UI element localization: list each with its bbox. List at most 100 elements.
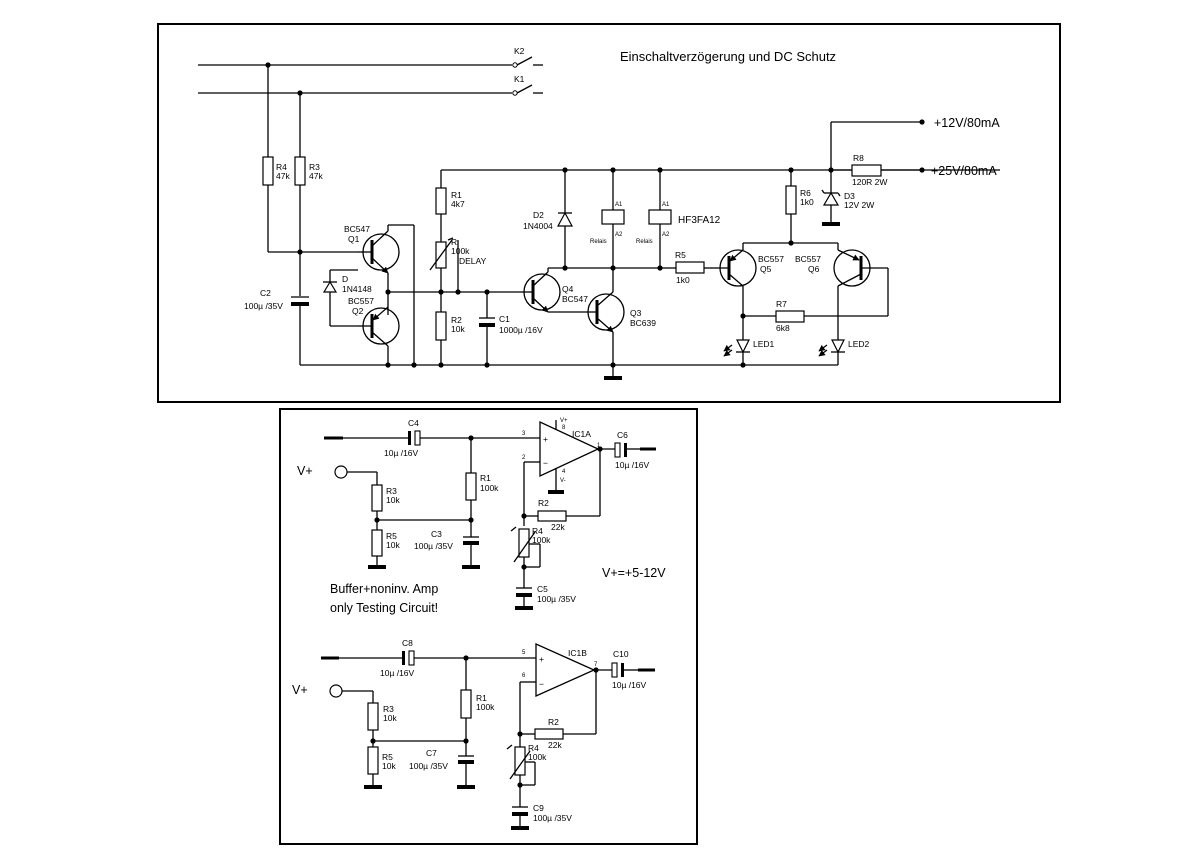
d-diode: D 1N4148: [322, 269, 372, 327]
r2-label: R2: [451, 315, 462, 325]
r1-label: R1: [451, 190, 462, 200]
bottom-schematic-frame: [279, 408, 698, 845]
q6-type: BC557: [795, 254, 821, 264]
r7-resistor: R7 6k8: [740, 299, 862, 333]
led2: LED2: [818, 339, 870, 365]
c5-value: 100µ /35V: [537, 594, 576, 604]
c10-value: 10µ /16V: [612, 680, 647, 690]
led2-label: LED2: [848, 339, 870, 349]
b-r5-value: 10k: [382, 761, 396, 771]
relay2-pin-a1: A1: [662, 202, 670, 208]
q3-transistor: Q3 BC639: [587, 268, 656, 365]
q2-type: BC557: [348, 296, 374, 306]
r4-value: 47k: [276, 171, 290, 181]
a-vplus-label: V+: [297, 464, 313, 478]
r4-resistor: [262, 156, 274, 186]
b-r1-label: R1: [476, 693, 487, 703]
c3-value: 100µ /35V: [414, 541, 453, 551]
a-r1-value: 100k: [480, 483, 499, 493]
relay-1: A1 A2 Relais: [590, 167, 625, 268]
b-r1-value: 100k: [476, 702, 495, 712]
q5-type: BC557: [758, 254, 784, 264]
c8-value: 10µ /16V: [380, 668, 415, 678]
q4-transistor: Q4 BC547: [520, 268, 590, 313]
b-r2-label: R2: [548, 717, 559, 727]
ic1a-pin4: 4: [562, 469, 566, 475]
led1: LED1: [723, 339, 775, 365]
relay1-pin-a2: A2: [615, 232, 623, 238]
r4-r3-network: R4 47k R3 47k: [262, 62, 358, 296]
k2-label: K2: [514, 46, 525, 56]
r3-resistor: [294, 156, 306, 186]
ic1a-pin8: 8: [562, 425, 566, 431]
relay1-pin-a1: A1: [615, 202, 623, 208]
relay2-pin-a2: A2: [662, 232, 670, 238]
b-r5-label: R5: [382, 752, 393, 762]
r3-value: 47k: [309, 171, 323, 181]
a-r4-value: 100k: [532, 535, 551, 545]
note-line-1: Buffer+noninv. Amp: [330, 582, 438, 596]
q2-label: Q2: [352, 306, 364, 316]
svg-text:−: −: [543, 458, 548, 468]
a-r3-label: R3: [386, 486, 397, 496]
relay-2: A1 A2 Relais HF3FA12: [636, 167, 721, 268]
r7-label: R7: [776, 299, 787, 309]
r8-label: R8: [853, 153, 864, 163]
a-r2-value: 22k: [551, 522, 565, 532]
q5-label: Q5: [760, 264, 772, 274]
q3-label: Q3: [630, 308, 642, 318]
c5-label: C5: [537, 584, 548, 594]
a-r1-label: R1: [480, 473, 491, 483]
a-r5-label: R5: [386, 531, 397, 541]
led1-label: LED1: [753, 339, 775, 349]
q3-type: BC639: [630, 318, 656, 328]
r3-label: R3: [309, 162, 320, 172]
q6-transistor: BC557 Q6: [795, 243, 889, 340]
a-r4-label: R4: [532, 526, 543, 536]
c8-label: C8: [402, 638, 413, 648]
ic1a-vminus: V-: [560, 478, 566, 484]
r6-label: R6: [800, 188, 811, 198]
vrange-label: V+=+5-12V: [602, 566, 666, 580]
q6-label: Q6: [808, 264, 820, 274]
ic1b-pin5: 5: [522, 650, 526, 656]
c1-capacitor: C1 1000µ /16V: [479, 289, 543, 365]
relay1-label: Relais: [590, 239, 607, 245]
c4-label: C4: [408, 418, 419, 428]
ic1b-pin6: 6: [522, 673, 526, 679]
b-r4-value: 100k: [528, 752, 547, 762]
r-label: R: [451, 237, 457, 247]
c7-value: 100µ /35V: [409, 761, 448, 771]
q1-label: Q1: [348, 234, 360, 244]
c2-label: C2: [260, 288, 271, 298]
ic1a-pin3: 3: [522, 431, 526, 437]
ic1a-pin1: 1: [597, 443, 601, 449]
d3-label: D3: [844, 191, 855, 201]
b-r2-value: 22k: [548, 740, 562, 750]
d2-diode: D2 1N4004: [523, 167, 574, 268]
svg-text:+: +: [543, 434, 548, 444]
r-delay-label: DELAY: [459, 256, 487, 266]
d-label: D: [342, 274, 348, 284]
k1-label: K1: [514, 74, 525, 84]
relay2-label: Relais: [636, 239, 653, 245]
amp-circuit-a: C4 10µ /16V R1 100k V+ R3 10k R5 10k C3 …: [297, 418, 656, 610]
supply-25v-label: +25V/80mA: [931, 164, 997, 178]
note-line-2: only Testing Circuit!: [330, 601, 438, 615]
r7-value: 6k8: [776, 323, 790, 333]
relay-type: HF3FA12: [678, 215, 721, 226]
ic1b-label: IC1B: [568, 648, 587, 658]
b-r3-value: 10k: [383, 713, 397, 723]
c10-label: C10: [613, 649, 629, 659]
c2-capacitor: C2 100µ /35V: [244, 288, 309, 365]
ic1a-vplus: V+: [560, 418, 568, 424]
ic1b-pin7: 7: [594, 662, 598, 668]
d2-label: D2: [533, 210, 544, 220]
d-value: 1N4148: [342, 284, 372, 294]
svg-text:+: +: [539, 654, 544, 664]
svg-text:−: −: [539, 679, 544, 689]
q4-label: Q4: [562, 284, 574, 294]
r-value: 100k: [451, 246, 470, 256]
a-r2-label: R2: [538, 498, 549, 508]
